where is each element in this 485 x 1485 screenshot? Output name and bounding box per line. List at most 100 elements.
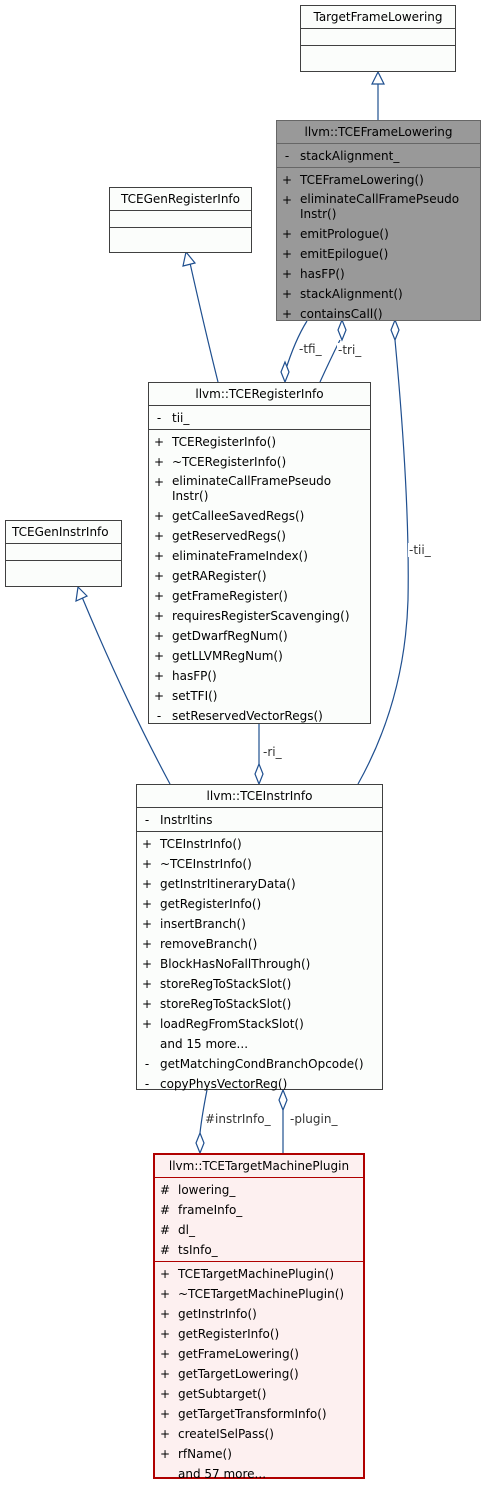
- method-row: +rfName(): [159, 1447, 232, 1461]
- method-row: +getRegisterInfo(): [141, 897, 262, 911]
- class-name: llvm::TCEInstrInfo: [137, 785, 382, 808]
- more-methods: and 57 more...: [178, 1467, 267, 1481]
- edge-tii: [357, 339, 409, 785]
- method-row: -getMatchingCondBranchOpcode(): [144, 1057, 364, 1071]
- method-row: +getRegisterInfo(): [159, 1327, 280, 1341]
- class-tce-register-info[interactable]: llvm::TCERegisterInfo -tii_ +TCERegister…: [148, 382, 371, 724]
- attributes-section: #lowering_ #frameInfo_ #dl_ #tsInfo_: [155, 1178, 363, 1262]
- inherit-arrow-tce-gen-register-info: [182, 250, 197, 267]
- attribute-row: -tii_: [156, 411, 190, 425]
- attribute-row: #lowering_: [159, 1183, 236, 1197]
- edge-label-ri: -ri_: [262, 745, 283, 759]
- edge-instr-info: [199, 1089, 208, 1134]
- attributes-section: [301, 29, 455, 46]
- method-row: +containsCall(): [281, 307, 383, 321]
- attribute-row: #frameInfo_: [159, 1203, 243, 1217]
- class-name: llvm::TCEFrameLowering: [277, 121, 480, 144]
- method-row: +BlockHasNoFallThrough(): [141, 957, 311, 971]
- class-tce-gen-instr-info[interactable]: TCEGenInstrInfo: [5, 520, 122, 587]
- attributes-section: [110, 211, 251, 228]
- method-row: +~TCEInstrInfo(): [141, 857, 252, 871]
- aggregation-diamond-tri: [337, 318, 347, 342]
- edge-instr-info-inherits: [81, 596, 171, 785]
- attributes-section: -InstrItins: [137, 808, 382, 832]
- method-row: -copyPhysVectorReg(): [144, 1077, 288, 1091]
- method-row: +emitEpilogue(): [281, 247, 389, 261]
- edge-label-tfi: -tfi_: [298, 342, 323, 356]
- aggregation-diamond-ri: [254, 762, 264, 786]
- class-tce-target-machine-plugin[interactable]: llvm::TCETargetMachinePlugin #lowering_ …: [153, 1153, 365, 1481]
- aggregation-diamond-instr-info: [195, 1131, 205, 1155]
- method-row: +getInstrItineraryData(): [141, 877, 296, 891]
- edge-label-tii: -tii_: [408, 543, 432, 557]
- edge-label-instr-info: #instrInfo_: [204, 1112, 272, 1126]
- methods-section: [6, 561, 121, 577]
- method-row: +requiresRegisterScavenging(): [153, 609, 350, 623]
- method-row: +TCERegisterInfo(): [153, 435, 277, 449]
- more-methods: and 15 more...: [160, 1037, 249, 1051]
- method-row: +getTargetLowering(): [159, 1367, 299, 1381]
- method-row: +getReservedRegs(): [153, 529, 286, 543]
- method-row: +getRARegister(): [153, 569, 267, 583]
- method-row: +eliminateCallFramePseudo Instr(): [281, 192, 460, 221]
- attribute-row: -InstrItins: [144, 813, 213, 827]
- method-row: +eliminateCallFramePseudo Instr(): [153, 474, 332, 503]
- attribute-row: #tsInfo_: [159, 1243, 218, 1257]
- method-row: +stackAlignment(): [281, 287, 403, 301]
- method-row: +getDwarfRegNum(): [153, 629, 288, 643]
- attributes-section: [6, 544, 121, 561]
- attributes-section: -stackAlignment_: [277, 144, 480, 168]
- method-row: +hasFP(): [153, 669, 217, 683]
- aggregation-diamond-tii: [390, 318, 400, 342]
- method-row: +TCETargetMachinePlugin(): [159, 1267, 335, 1281]
- edge-register-info-inherits: [189, 262, 219, 383]
- method-row: +eliminateFrameIndex(): [153, 549, 308, 563]
- method-row: +createISelPass(): [159, 1427, 274, 1441]
- class-name: llvm::TCETargetMachinePlugin: [155, 1155, 363, 1178]
- edge-label-tri: -tri_: [337, 343, 363, 357]
- method-row: +setTFI(): [153, 689, 218, 703]
- aggregation-diamond-tfi: [280, 360, 290, 384]
- method-row: +getFrameRegister(): [153, 589, 288, 603]
- method-row: +getLLVMRegNum(): [153, 649, 283, 663]
- edge-label-plugin: -plugin_: [289, 1112, 339, 1126]
- method-row: +emitPrologue(): [281, 227, 389, 241]
- method-row: +getFrameLowering(): [159, 1347, 299, 1361]
- class-name: TCEGenInstrInfo: [6, 521, 121, 544]
- method-row: +getTargetTransformInfo(): [159, 1407, 327, 1421]
- class-name: TCEGenRegisterInfo: [110, 188, 251, 211]
- method-row: +TCEInstrInfo(): [141, 837, 242, 851]
- methods-section: +TCETargetMachinePlugin() +~TCETargetMac…: [155, 1262, 363, 1485]
- method-row: +getSubtarget(): [159, 1387, 267, 1401]
- method-row: +loadRegFromStackSlot(): [141, 1017, 304, 1031]
- methods-section: +TCEInstrInfo() +~TCEInstrInfo() +getIns…: [137, 832, 382, 1095]
- class-tce-frame-lowering[interactable]: llvm::TCEFrameLowering -stackAlignment_ …: [276, 120, 481, 321]
- attribute-row: -stackAlignment_: [284, 149, 400, 163]
- class-name: TargetFrameLowering: [301, 6, 455, 29]
- method-row: +removeBranch(): [141, 937, 258, 951]
- attributes-section: -tii_: [149, 406, 370, 430]
- method-row: +getCalleeSavedRegs(): [153, 509, 305, 523]
- method-row: +~TCERegisterInfo(): [153, 455, 287, 469]
- method-row: +hasFP(): [281, 267, 345, 281]
- methods-section: [301, 46, 455, 62]
- methods-section: +TCEFrameLowering() +eliminateCallFrameP…: [277, 168, 480, 325]
- attribute-row: #dl_: [159, 1223, 195, 1237]
- method-row: +storeRegToStackSlot(): [141, 977, 292, 991]
- method-row: +getInstrInfo(): [159, 1307, 257, 1321]
- class-tce-instr-info[interactable]: llvm::TCEInstrInfo -InstrItins +TCEInstr…: [136, 784, 383, 1091]
- method-row: +~TCETargetMachinePlugin(): [159, 1287, 345, 1301]
- method-row: -setReservedVectorRegs(): [156, 709, 323, 723]
- method-row: +insertBranch(): [141, 917, 246, 931]
- inherit-arrow-tce-gen-instr-info: [75, 585, 89, 602]
- aggregation-diamond-plugin: [278, 1088, 288, 1112]
- method-row: +TCEFrameLowering(): [281, 173, 424, 187]
- class-tce-gen-register-info[interactable]: TCEGenRegisterInfo: [109, 187, 252, 253]
- inherit-arrow-target-frame-lowering: [371, 70, 385, 85]
- method-row: +storeRegToStackSlot(): [141, 997, 292, 1011]
- methods-section: +TCERegisterInfo() +~TCERegisterInfo() +…: [149, 430, 370, 727]
- class-target-frame-lowering[interactable]: TargetFrameLowering: [300, 5, 456, 72]
- methods-section: [110, 228, 251, 244]
- class-name: llvm::TCERegisterInfo: [149, 383, 370, 406]
